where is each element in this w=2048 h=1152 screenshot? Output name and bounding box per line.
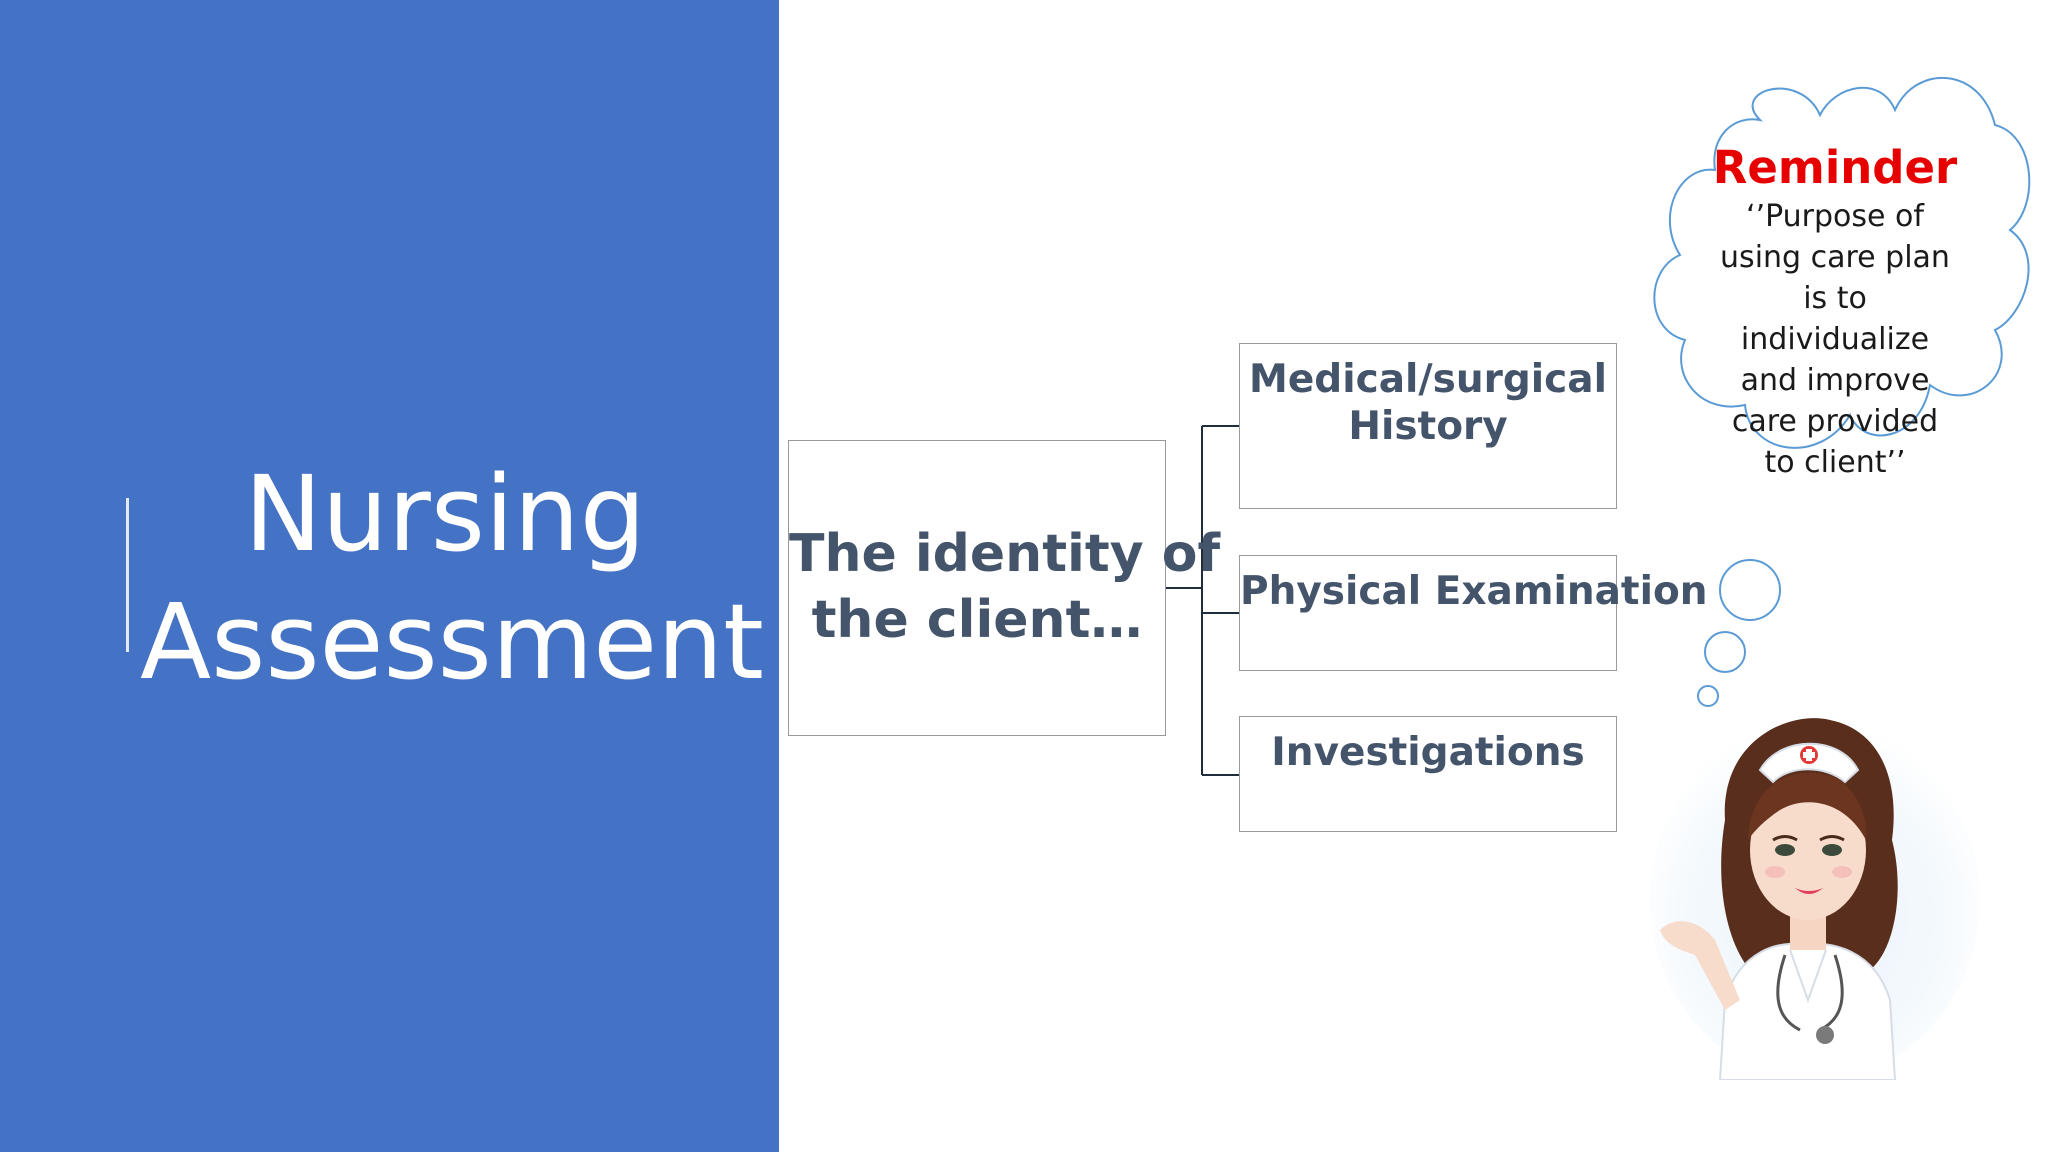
reminder-heading: Reminder [1712, 141, 1958, 194]
diagram-root-box: The identity of the client… [788, 440, 1221, 736]
title-panel [0, 0, 779, 1152]
reminder-line: ‘’Purpose of [1746, 199, 1924, 234]
reminder-line: care provided [1731, 404, 1939, 439]
reminder-line: to client’’ [1764, 445, 1906, 480]
diagram-child-investigations: Investigations [1239, 716, 1617, 832]
diagram-child-line-1: Medical/surgical [1249, 357, 1607, 402]
slide-title-line-2: Assessment [140, 581, 764, 703]
title-accent-line [126, 498, 129, 652]
reminder-line: and improve [1740, 363, 1930, 398]
reminder-line: is to [1803, 281, 1867, 316]
diagram-child-label: Physical Examination [1240, 569, 1708, 614]
nurse-illustration [1650, 718, 1980, 1080]
diagram-root-line-2: the client… [811, 590, 1143, 650]
diagram-root-label: The identity of the client… [789, 521, 1221, 653]
diagram-child-line-2: History [1348, 404, 1508, 449]
diagram-child-label: Medical/surgical History [1240, 344, 1616, 450]
slide-title-line-1: Nursing [244, 453, 646, 575]
diagram-child-medical-history: Medical/surgical History [1239, 343, 1617, 509]
diagram-child-label: Investigations [1271, 730, 1585, 775]
reminder-text: Reminder ‘’Purpose of using care plan is… [1700, 140, 1970, 483]
reminder-body: ‘’Purpose of using care plan is to indiv… [1700, 196, 1970, 483]
reminder-line: individualize [1740, 322, 1930, 357]
diagram-root-line-1: The identity of [789, 524, 1221, 584]
slide-title: Nursing Assessment [140, 450, 764, 706]
thought-bubble-icon [1653, 77, 2031, 707]
reminder-line: using care plan [1720, 240, 1950, 275]
diagram-child-physical-examination: Physical Examination [1239, 555, 1708, 671]
